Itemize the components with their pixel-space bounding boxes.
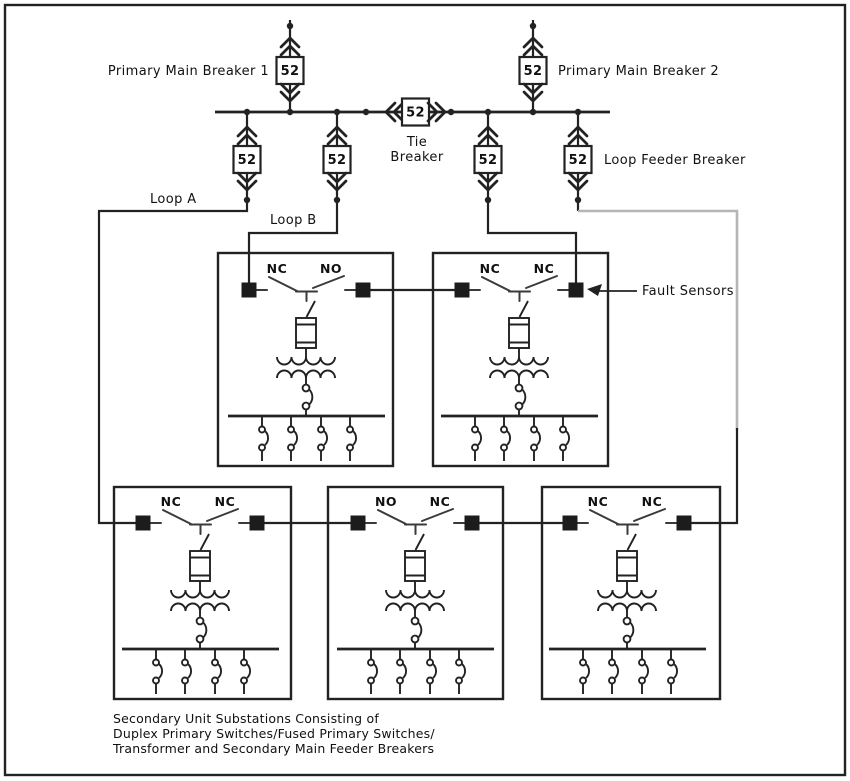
breaker-device-number: 52 (281, 64, 300, 79)
substation-lower-2-box (326, 485, 505, 701)
arrow-left-icon (587, 284, 602, 296)
loop-feeder-breaker-label: Loop Feeder Breaker (604, 153, 746, 168)
breaker-device-number: 52 (406, 106, 425, 121)
loop-b-line (247, 112, 339, 283)
duplex-switch (364, 508, 466, 535)
duplex-switch (255, 275, 357, 302)
loop-feeder-breaker-2: 52 (322, 125, 352, 204)
substation-internals (120, 532, 281, 696)
fault-sensor (568, 282, 584, 298)
substation-internals (226, 299, 387, 463)
breaker-device-number: 52 (569, 153, 588, 168)
substation-lower-3: NC NC (547, 494, 708, 696)
breaker-52-box (518, 55, 548, 86)
breaker-device-number: 52 (479, 153, 498, 168)
loop-feeder-line-gray (578, 209, 739, 430)
loop-feeder-breaker-4: 52 (563, 125, 593, 204)
substation-lower-3-box (540, 485, 722, 701)
breaker-52-box (563, 144, 593, 175)
fault-sensor (454, 282, 470, 298)
substation-upper-1-box (216, 251, 395, 468)
loop-feeder-line-lower (691, 428, 739, 525)
breaker-device-number: 52 (524, 64, 543, 79)
substation-upper-1: NC NO (226, 261, 387, 463)
primary-main-breaker-1: 52 (275, 22, 305, 103)
duplex-switch (576, 508, 678, 535)
caption-line-1: Secondary Unit Substations Consisting of (113, 711, 379, 726)
substation-internals (439, 299, 600, 463)
substation-lower-1: NC NC (120, 494, 281, 696)
feeder-line-to-substation-2 (486, 112, 578, 283)
switch-state-left: NO (375, 494, 397, 509)
junction-dot (243, 196, 251, 204)
fault-sensor (562, 515, 578, 531)
source-dot (286, 22, 294, 30)
switch-state-right: NC (215, 494, 236, 509)
tie-breaker-label-1: Tie (406, 135, 427, 150)
breaker-52-box (400, 97, 431, 127)
breaker-52-box (232, 144, 262, 175)
fault-sensor (350, 515, 366, 531)
substation-upper-2-box (431, 251, 610, 468)
tie-breaker-label-2: Breaker (390, 150, 443, 165)
loop-a-line (97, 112, 249, 525)
primary-main-breaker-2: 52 (518, 22, 548, 103)
fault-sensor (135, 515, 151, 531)
breaker-device-number: 52 (238, 153, 257, 168)
breaker-52-box (473, 144, 503, 175)
junction-dot (333, 196, 341, 204)
primary-main-breaker-1-label: Primary Main Breaker 1 (108, 64, 269, 79)
caption-line-2: Duplex Primary Switches/Fused Primary Sw… (113, 726, 435, 741)
loop-feeder-breaker-1: 52 (232, 125, 262, 204)
switch-state-right: NC (534, 261, 555, 276)
fault-sensor (676, 515, 692, 531)
switch-state-right: NO (320, 261, 342, 276)
caption: Secondary Unit Substations Consisting of… (112, 711, 435, 756)
switch-state-left: NC (161, 494, 182, 509)
switch-state-right: NC (642, 494, 663, 509)
substation-internals (335, 532, 496, 696)
figure-border (3, 3, 847, 777)
switch-state-left: NC (480, 261, 501, 276)
caption-line-3: Transformer and Secondary Main Feeder Br… (112, 741, 434, 756)
fault-sensor (249, 515, 265, 531)
substation-internals (547, 532, 708, 696)
switch-state-left: NC (588, 494, 609, 509)
fault-sensors-label: Fault Sensors (642, 284, 734, 299)
loop-a-label: Loop A (150, 192, 197, 207)
tie-breaker: 52 (384, 97, 447, 127)
junction-dot (484, 196, 492, 204)
fault-sensors-callout: Fault Sensors (587, 284, 734, 299)
breaker-52-box (275, 55, 305, 86)
source-dot (529, 22, 537, 30)
fault-sensor (464, 515, 480, 531)
switch-state-left: NC (267, 261, 288, 276)
switch-state-right: NC (430, 494, 451, 509)
primary-main-breaker-2-label: Primary Main Breaker 2 (558, 64, 719, 79)
loop-b-label: Loop B (270, 213, 317, 228)
breaker-device-number: 52 (328, 153, 347, 168)
feeder-routes (97, 20, 739, 525)
duplex-switch (149, 508, 251, 535)
breaker-52-box (322, 144, 352, 175)
fault-sensor (355, 282, 371, 298)
substation-upper-2: NC NC (439, 261, 600, 463)
substation-lower-1-box (112, 485, 293, 701)
substation-lower-2: NO NC (335, 494, 496, 696)
duplex-switch (468, 275, 570, 302)
junction-dot (574, 196, 582, 204)
loop-feeder-breaker-3: 52 (473, 125, 503, 204)
fault-sensor (241, 282, 257, 298)
bus-junction-dots (243, 108, 582, 116)
